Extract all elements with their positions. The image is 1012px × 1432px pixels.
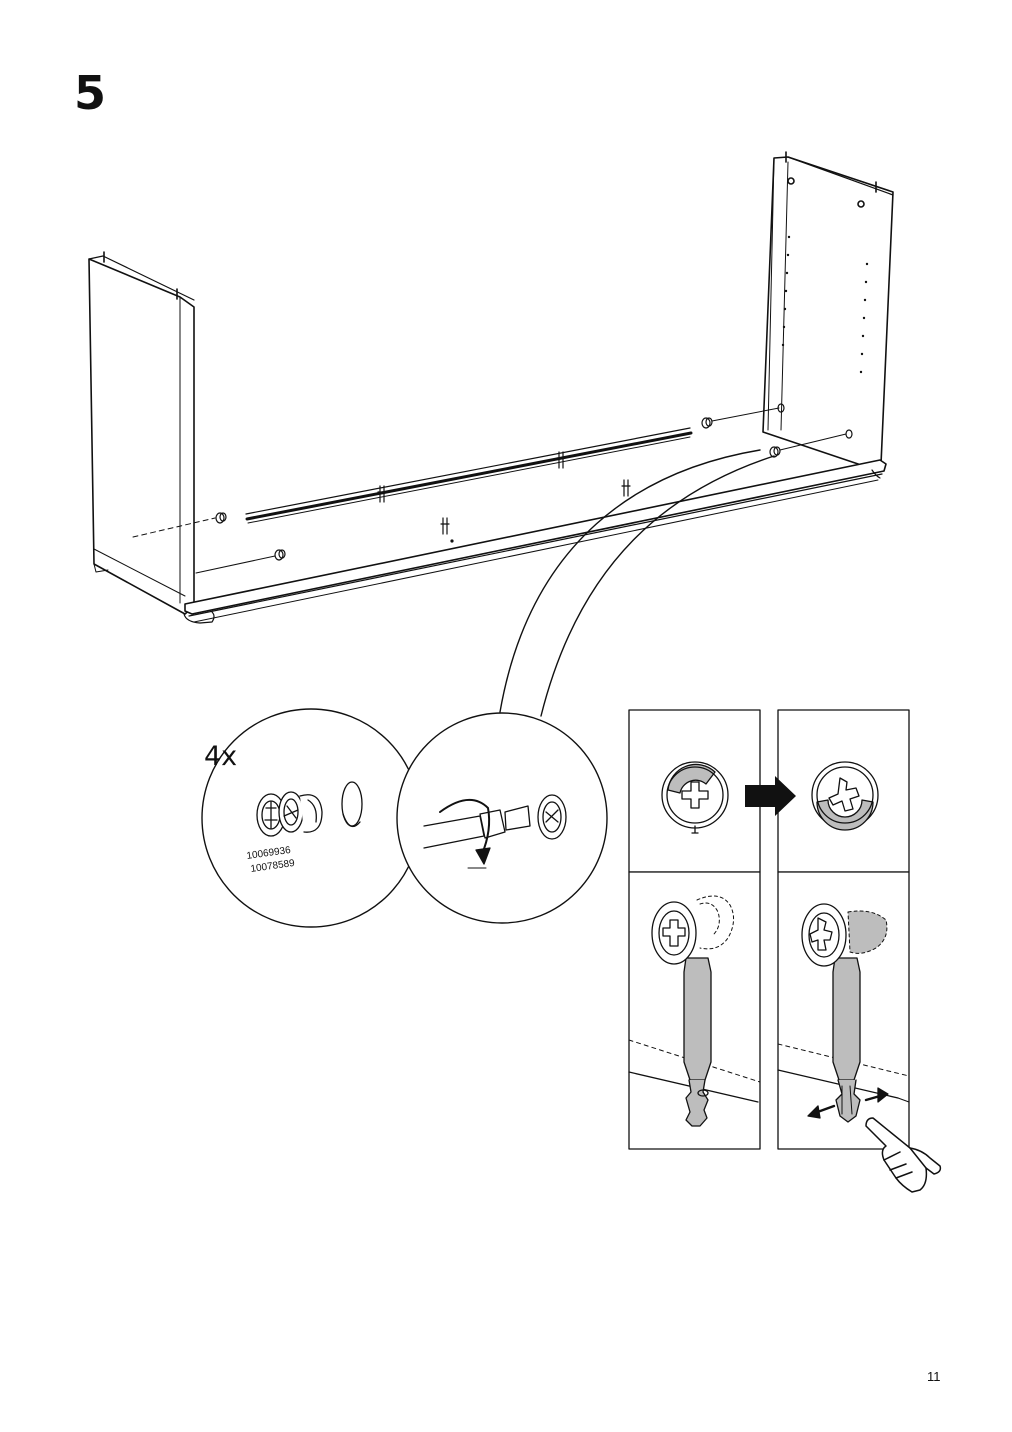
detail-circle-parts [201, 708, 608, 928]
step-number: 5 [74, 66, 107, 120]
alignment-guides [132, 407, 847, 574]
cam-open-position [661, 761, 729, 834]
cam-dowel-open [628, 895, 761, 1127]
screwdriver-icon [423, 794, 567, 869]
base-plinth [93, 459, 887, 624]
arrow-right-icon [745, 776, 796, 816]
quantity-label: 4x [204, 741, 237, 772]
shelf-pin-holes [781, 235, 869, 374]
page-number: 11 [927, 1369, 941, 1384]
cam-locked-position [811, 761, 879, 831]
cam-lock-icon [256, 781, 363, 837]
zoom-callout [499, 449, 775, 717]
left-side-panel [88, 251, 195, 615]
right-side-panel [762, 151, 894, 471]
cam-dowel-locked [777, 903, 910, 1123]
cabinet-frame [88, 151, 894, 624]
back-connectors [377, 451, 631, 543]
hand-press-icon [865, 1117, 942, 1193]
back-panel-groove [245, 427, 693, 524]
instruction-panels [628, 709, 942, 1193]
